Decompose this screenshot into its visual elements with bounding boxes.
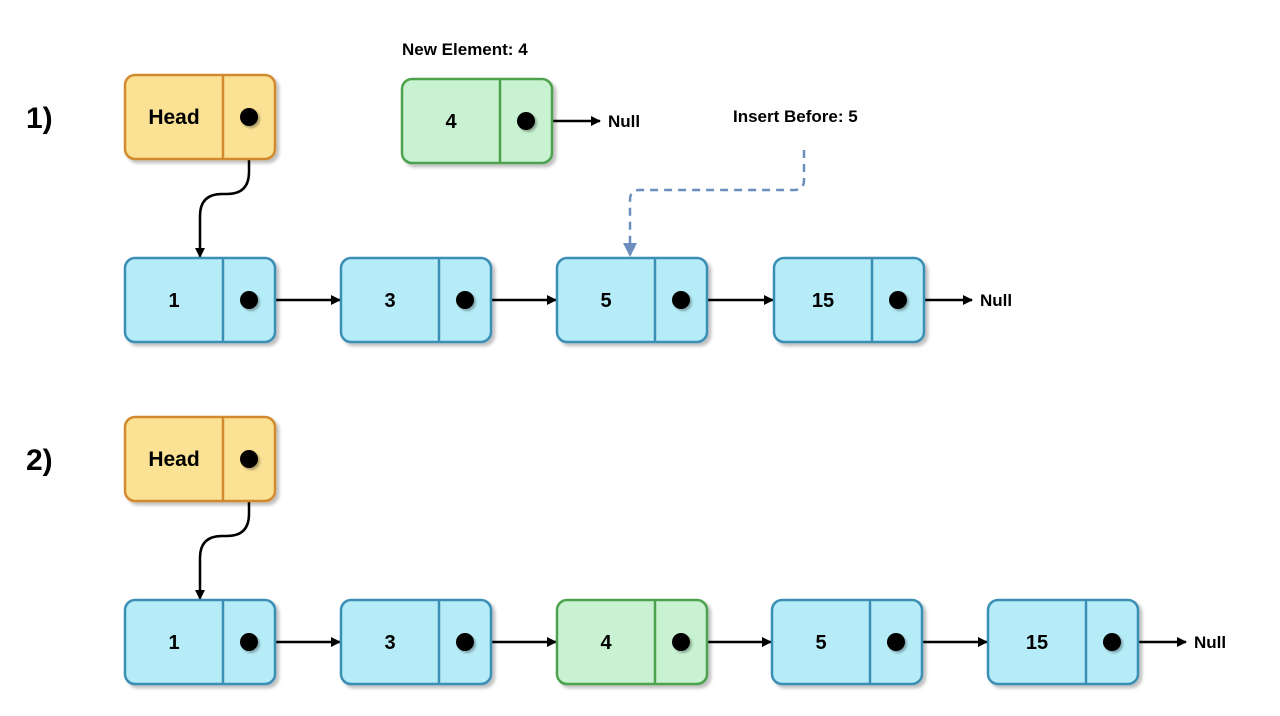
step1-node-5: 5 (555, 256, 709, 344)
step2-node-5-box (770, 598, 924, 686)
step1-node-15: 15 (772, 256, 926, 344)
step2-node-4-value: 4 (600, 632, 612, 654)
step2-node-1-value: 1 (168, 632, 179, 654)
step1-null-label: Null (980, 291, 1012, 310)
step2-node-3-value: 3 (384, 632, 395, 654)
step2-node-15-value: 15 (1026, 632, 1048, 654)
new-element-node: 4 (400, 77, 554, 165)
step2-node-3-pointer-dot (456, 633, 474, 651)
step1-node-3-pointer-dot (456, 291, 474, 309)
step2-node-4: 4 (555, 598, 709, 686)
step2-null-label: Null (1194, 633, 1226, 652)
step1-node-5-value: 5 (600, 290, 611, 312)
head-node-2-box (123, 415, 277, 503)
step1-node-5-pointer-dot (672, 291, 690, 309)
step2-node-3-box (339, 598, 493, 686)
step1-node-15-pointer-dot (889, 291, 907, 309)
step2-node-15-pointer-dot (1103, 633, 1121, 651)
step2-node-5-value: 5 (815, 632, 826, 654)
new-node-null-label: Null (608, 112, 640, 131)
step1-node-1-pointer-dot (240, 291, 258, 309)
new-element-node-pointer-dot (517, 112, 535, 130)
step1-node-3-box (339, 256, 493, 344)
step1-node-15-value: 15 (812, 290, 834, 312)
new-element-node-value: 4 (445, 111, 457, 133)
step1-node-5-box (555, 256, 709, 344)
step2-node-5-pointer-dot (887, 633, 905, 651)
head-node-2-pointer-dot (240, 450, 258, 468)
head-node-1-pointer-dot (240, 108, 258, 126)
new-element-node-box (400, 77, 554, 165)
head-node-2: Head (123, 415, 277, 503)
head-node-1: Head (123, 73, 277, 161)
step2-node-1: 1 (123, 598, 277, 686)
step-1-label: 1) (26, 102, 53, 135)
head-node-2-value: Head (148, 448, 199, 471)
step2-node-4-box (555, 598, 709, 686)
insert-position-guide-arrow (623, 150, 806, 257)
new-element-caption: New Element: 4 (402, 40, 528, 59)
step1-node-1-value: 1 (168, 290, 179, 312)
step1-node-1: 1 (123, 256, 277, 344)
step2-node-5: 5 (770, 598, 924, 686)
step1-node-1-box (123, 256, 277, 344)
step2-node-4-pointer-dot (672, 633, 690, 651)
step1-node-3: 3 (339, 256, 493, 344)
step-2-label: 2) (26, 444, 53, 477)
step2-node-3: 3 (339, 598, 493, 686)
step1-head-arrow (195, 117, 251, 258)
head-node-1-box (123, 73, 277, 161)
head-node-1-value: Head (148, 106, 199, 129)
step2-node-15: 15 (986, 598, 1140, 686)
step1-node-15-box (772, 256, 926, 344)
step2-head-arrow (195, 459, 251, 600)
step2-node-1-pointer-dot (240, 633, 258, 651)
step2-node-1-box (123, 598, 277, 686)
step2-node-15-box (986, 598, 1140, 686)
step1-node-3-value: 3 (384, 290, 395, 312)
insert-before-caption: Insert Before: 5 (733, 107, 858, 126)
